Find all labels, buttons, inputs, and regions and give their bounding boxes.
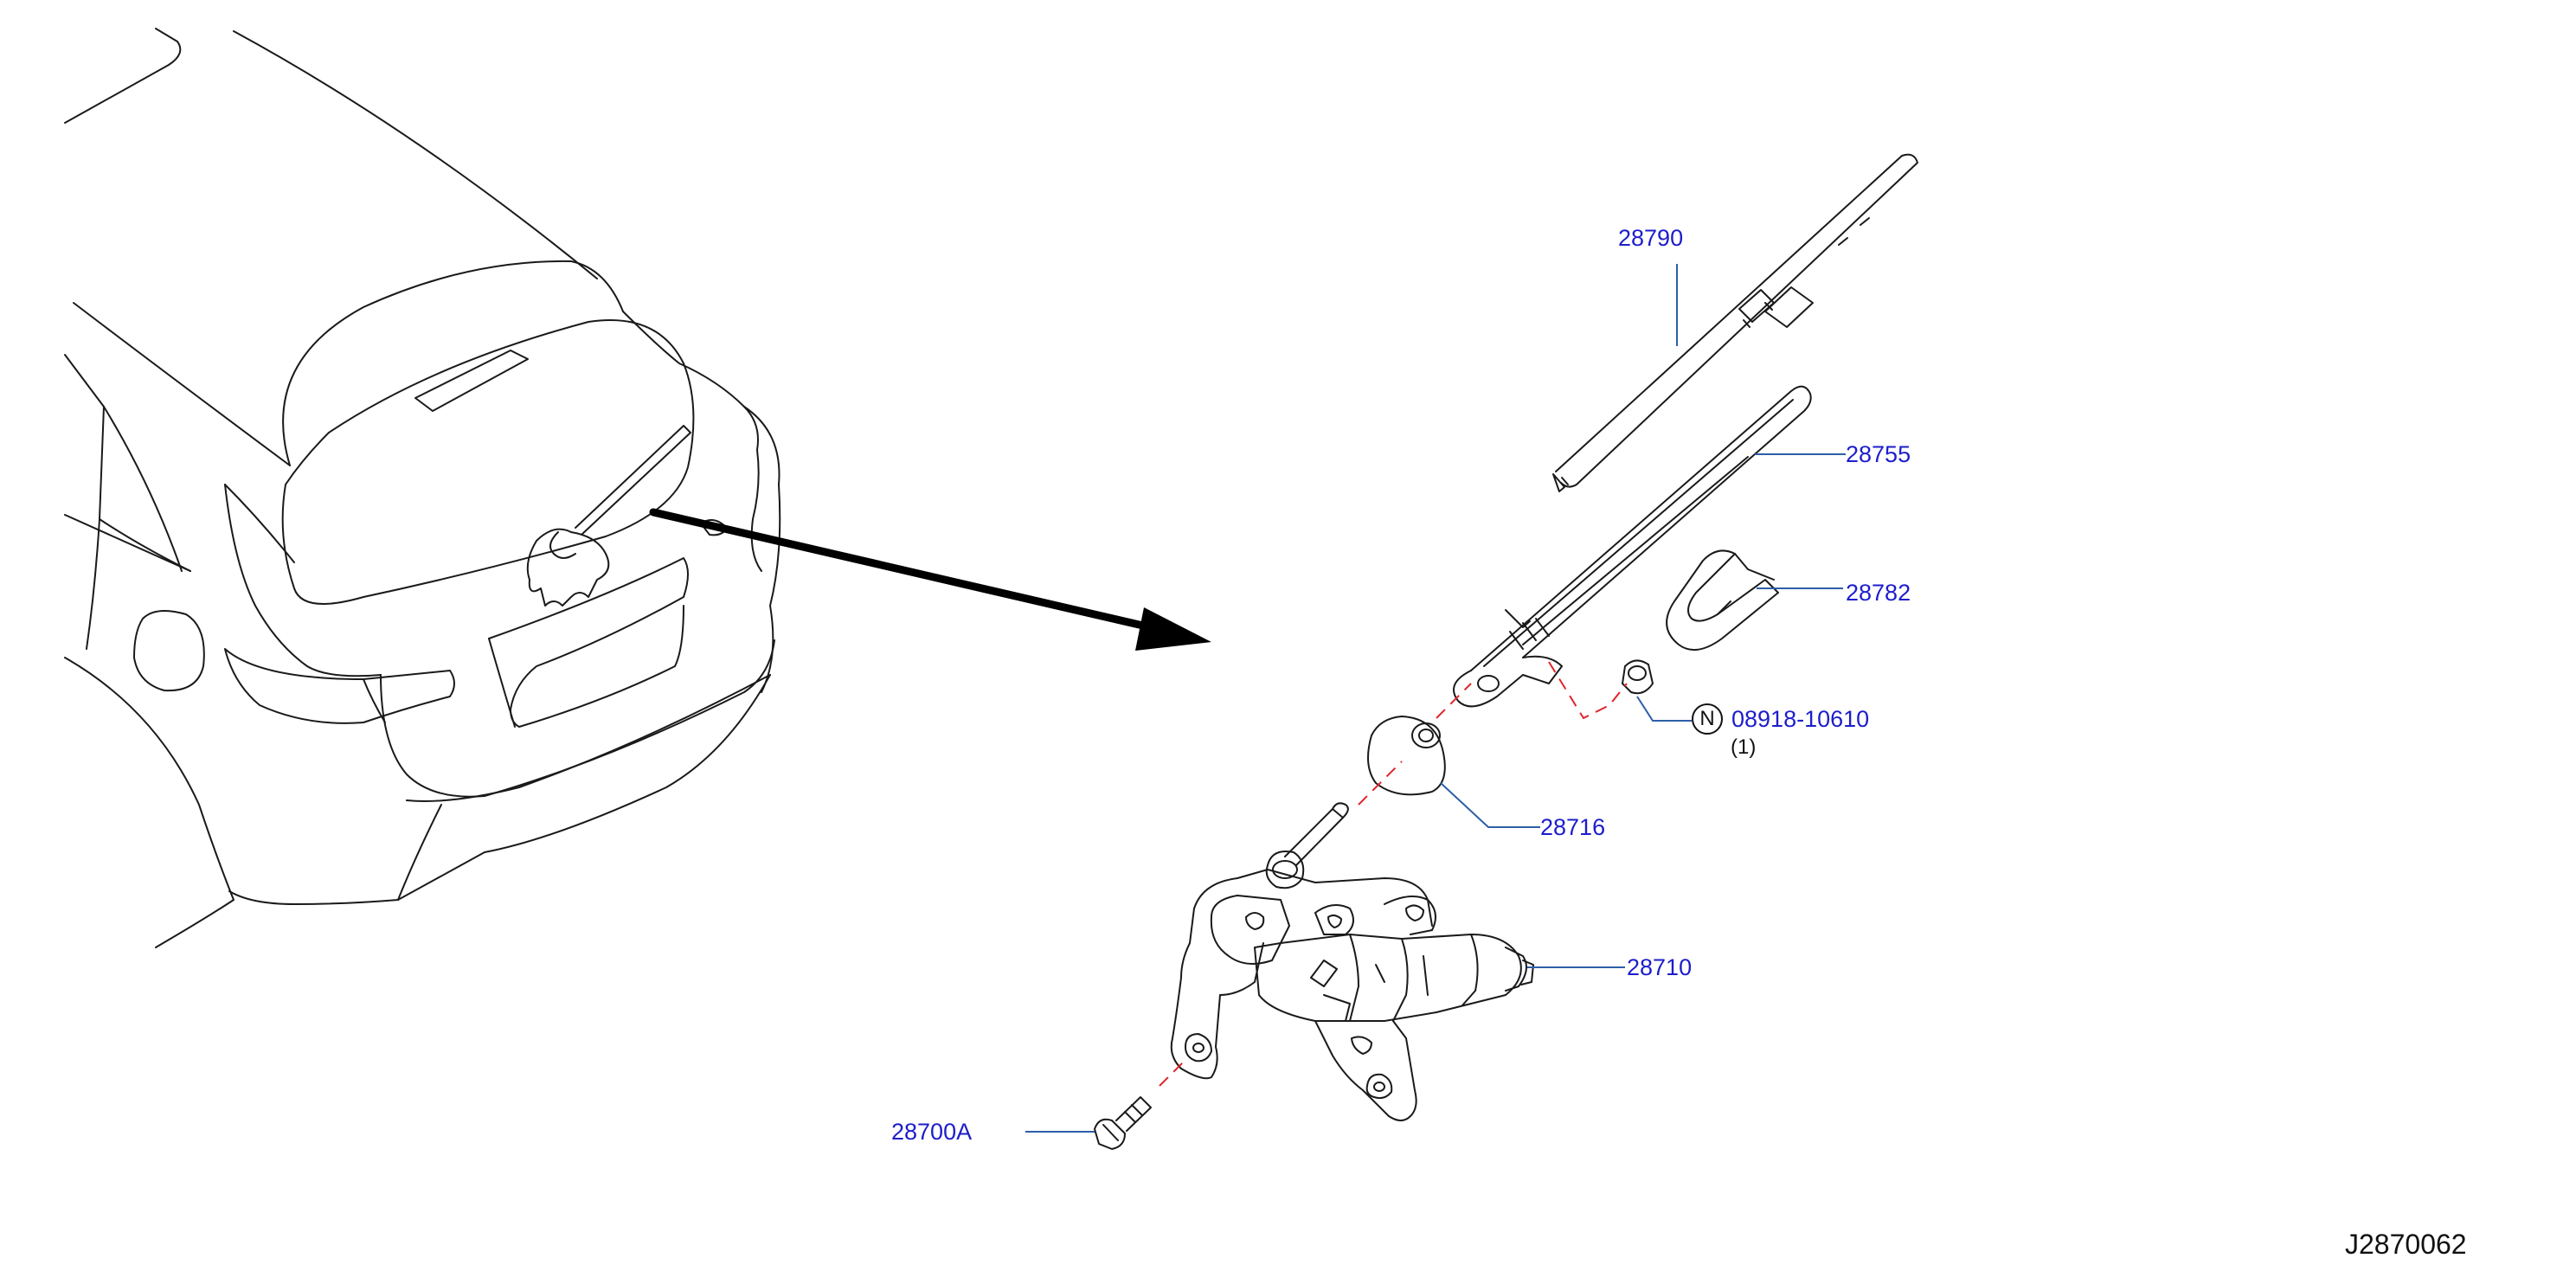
callout-28755: 28755 — [1846, 441, 1911, 467]
callout-leaders — [1025, 264, 1846, 1133]
vehicle-rear-view — [64, 28, 781, 948]
callout-28716: 28716 — [1540, 814, 1606, 840]
arm-cover-28782 — [1666, 549, 1779, 652]
wiper-motor-28710 — [1170, 802, 1534, 1121]
callout-28782: 28782 — [1846, 580, 1911, 606]
wiper-blade-28790 — [1552, 153, 1918, 492]
n-symbol: N — [1692, 703, 1723, 735]
callout-28790: 28790 — [1618, 225, 1684, 251]
nut-08918-10610 — [1622, 659, 1654, 695]
callout-28710: 28710 — [1627, 954, 1693, 980]
quantity-note: (1) — [1731, 735, 1757, 759]
direction-arrow — [649, 508, 1211, 651]
diagram-code: J2870062 — [2345, 1229, 2467, 1260]
assembly-guides — [1159, 661, 1628, 1087]
wiper-arm-28755 — [1453, 385, 1812, 708]
pivot-cap-28716 — [1367, 716, 1446, 796]
callout-28700A: 28700A — [891, 1119, 973, 1145]
bolt-28700A — [1094, 1096, 1152, 1150]
callout-08918-10610: 08918-10610 — [1731, 706, 1870, 732]
